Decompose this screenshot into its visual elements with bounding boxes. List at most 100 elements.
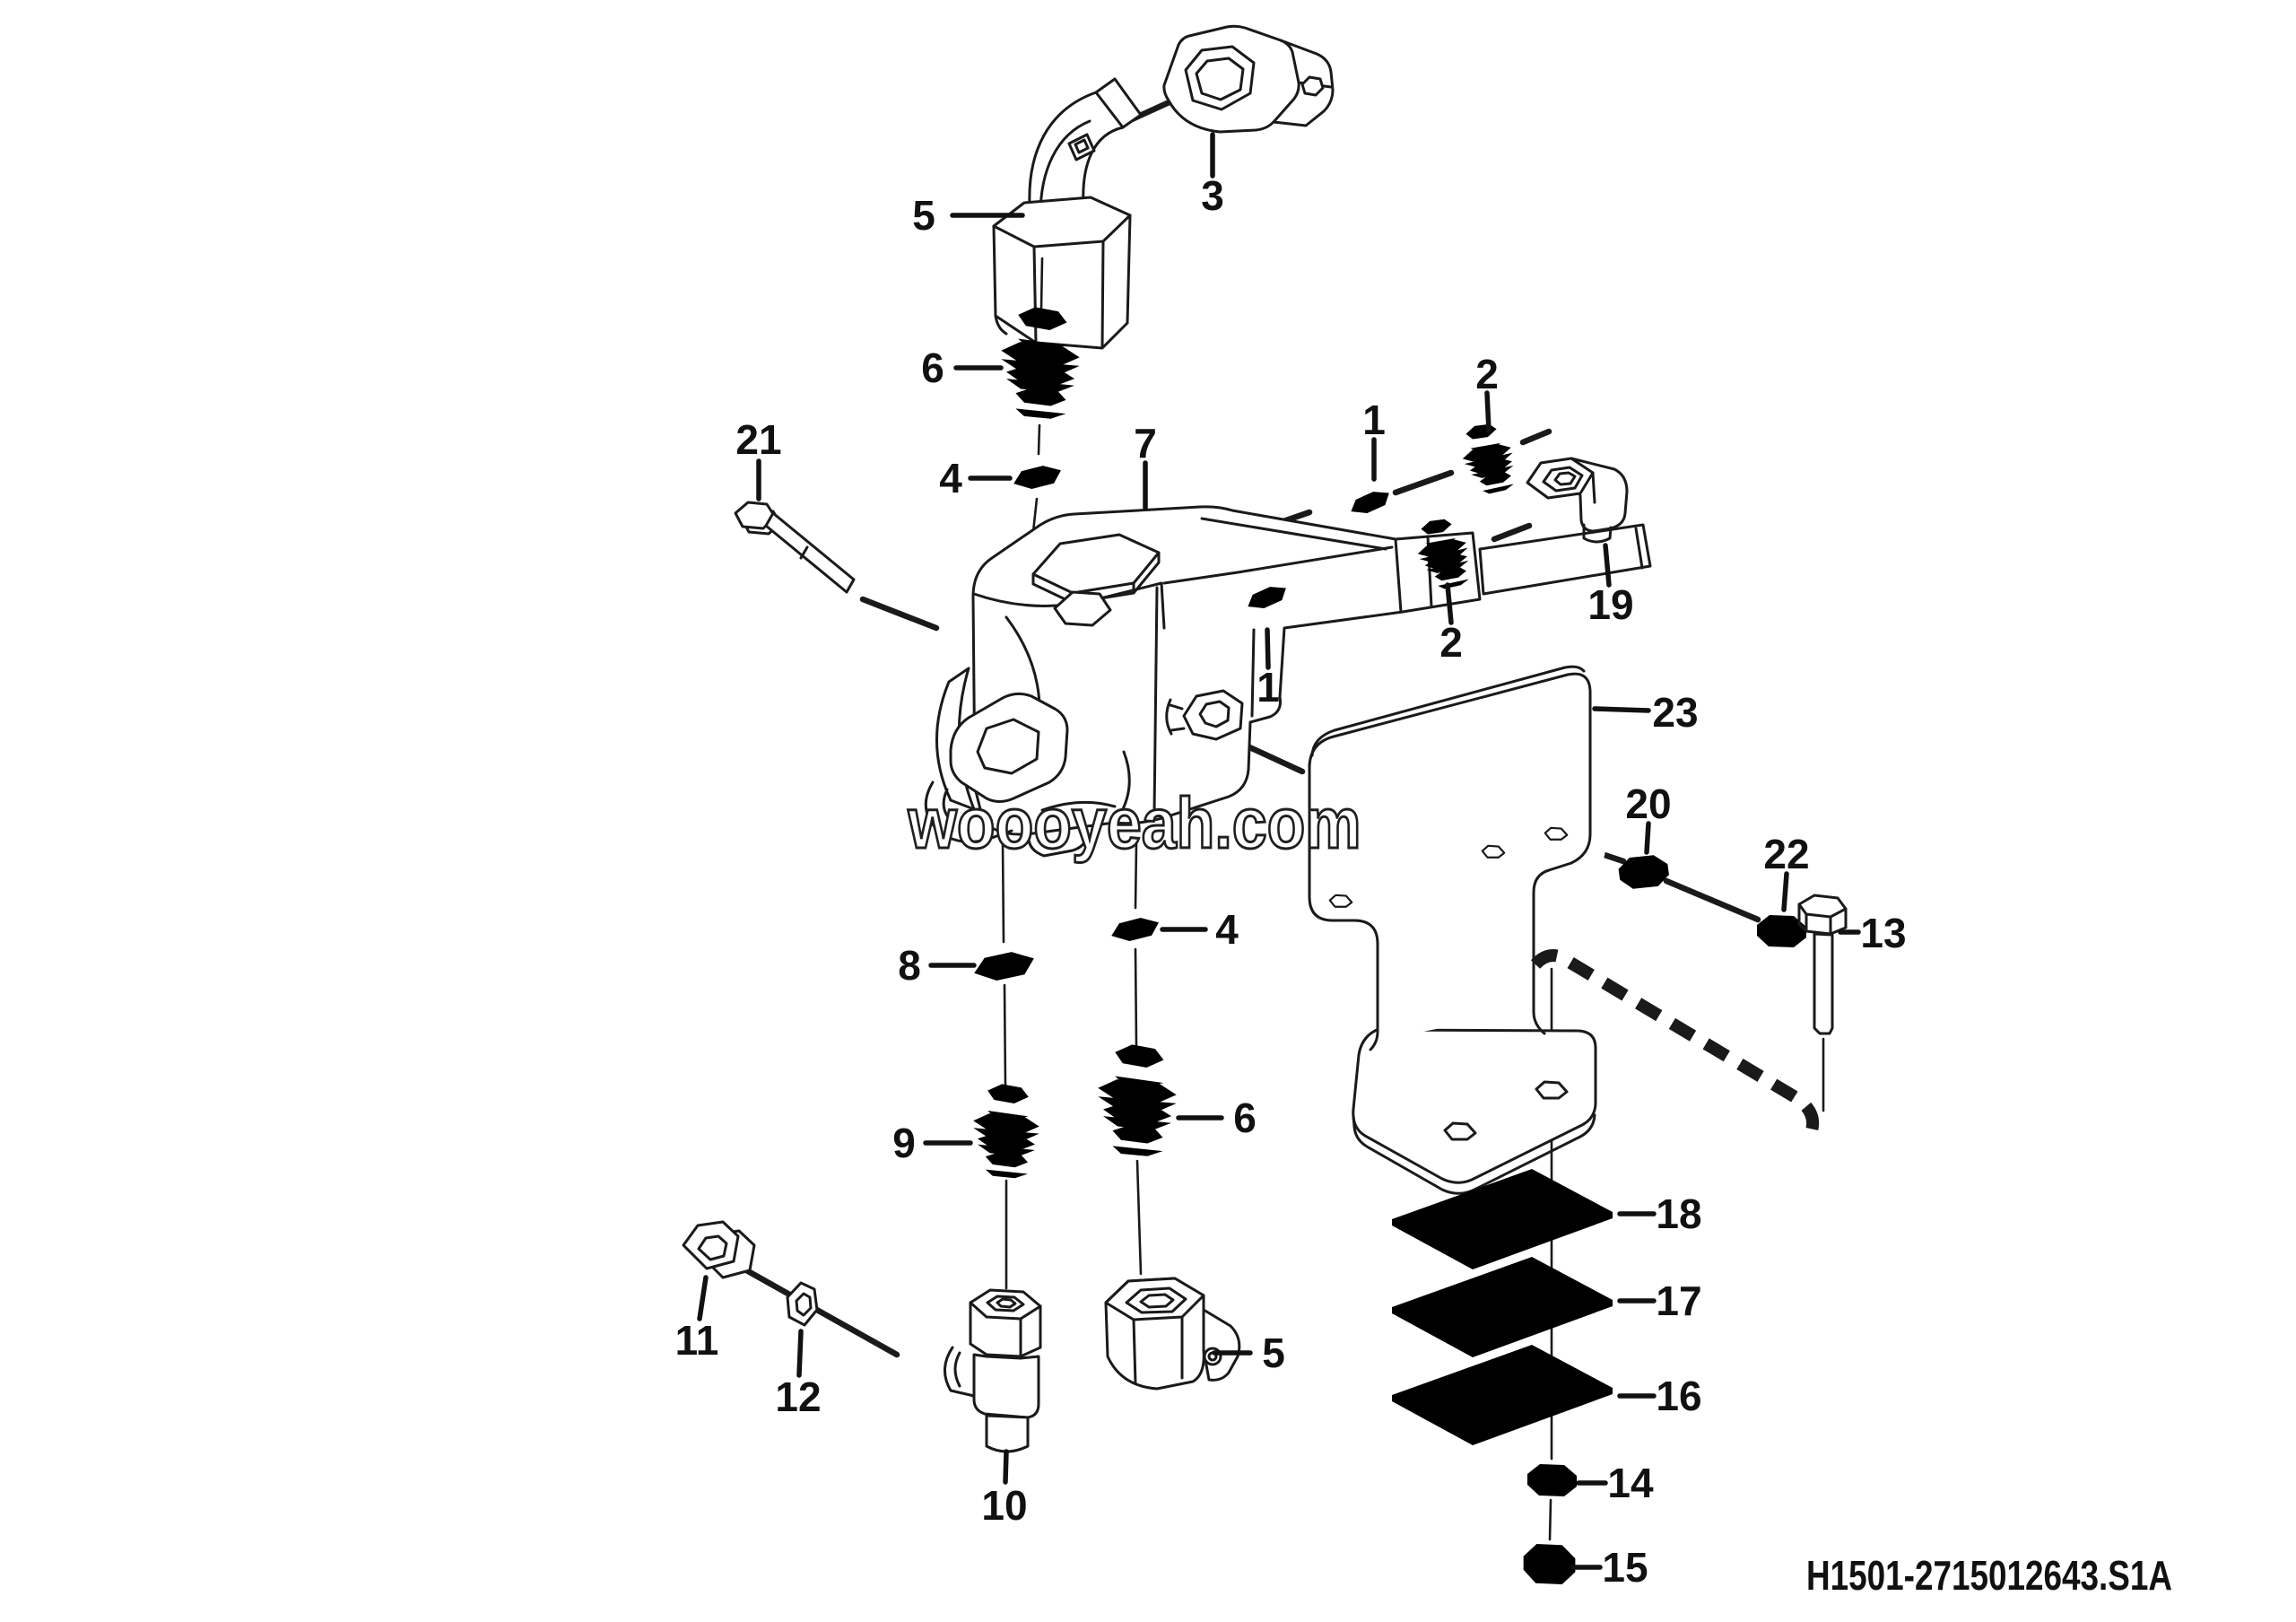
link-body-washer4b (1134, 842, 1138, 910)
bracket-plate-right-edge (1308, 672, 1592, 1035)
dashed-assembly-path (1530, 949, 1819, 1132)
tee10-neck (969, 1301, 1042, 1358)
link-body-washer8 (1001, 840, 1005, 944)
callout-label-14: 14 (1607, 1460, 1654, 1506)
callout-label-23: 23 (1652, 689, 1698, 736)
elbow5-arm-detail (1067, 133, 1096, 161)
body-clamp-hooks (924, 780, 1088, 858)
bracket-plate-left-edge (1308, 763, 1379, 1051)
bolt21-shaft (764, 511, 856, 594)
part-3-swivel-nut (1162, 24, 1335, 134)
callout-label-7: 7 (1134, 420, 1157, 467)
body-right-port-flange (1165, 698, 1186, 736)
callout-label-19: 19 (1587, 581, 1633, 628)
tee10-left-port (944, 1346, 976, 1398)
part-15-nut (1523, 1544, 1576, 1584)
callout-label-4: 4 (939, 455, 962, 501)
callout-label-11: 11 (675, 1317, 719, 1364)
callout-leader-23 (1592, 706, 1651, 713)
part-5-elbow-fitting-bottom (1104, 1277, 1241, 1391)
callout-leader-2 (1445, 582, 1454, 625)
callout-label-15: 15 (1602, 1544, 1648, 1591)
part-11-bolt (682, 1220, 756, 1279)
part-18-shim-plate (1392, 1169, 1613, 1269)
callout-label-3: 3 (1201, 172, 1224, 219)
callout-leader-1 (1265, 627, 1271, 670)
callout-label-4: 4 (1215, 906, 1239, 953)
callout-label-17: 17 (1656, 1278, 1701, 1324)
bolt13-head-sides (1797, 903, 1848, 936)
bolt13-shaft (1813, 932, 1834, 1035)
body-top-edges (972, 517, 1394, 630)
elbow5b-lug (1202, 1308, 1241, 1382)
bracket-plate-top-thickness (1310, 665, 1586, 757)
callout-leader-19 (1603, 543, 1612, 588)
part-10-tee-fitting (944, 1288, 1042, 1453)
body-shaft (1478, 523, 1652, 596)
drawing-code: H1501-2715012643.S1A (1806, 1552, 2172, 1599)
part-20-nut (1617, 852, 1671, 892)
washer12-inner (795, 1292, 813, 1317)
watermark: woooyeah.com (908, 783, 1361, 863)
callout-label-6: 6 (921, 344, 944, 391)
nut3-side-hex (1300, 75, 1325, 97)
callout-label-13: 13 (1860, 910, 1906, 956)
part-6-adapter-fitting-top (1001, 307, 1080, 419)
body-small-hex-port (1053, 590, 1112, 627)
callout-leader-10 (1003, 1449, 1009, 1485)
part-23-mounting-bracket (1308, 665, 1605, 1195)
bolt11-head-inner (697, 1234, 728, 1261)
callout-label-20: 20 (1625, 780, 1671, 827)
link-fitting6b-elbow5b (1135, 1159, 1143, 1276)
nut3-bore-inner (1195, 57, 1245, 101)
callout-label-1: 1 (1257, 664, 1280, 711)
part-12-washer (786, 1281, 819, 1327)
bracket-foot (1352, 1028, 1597, 1184)
callout-label-5: 5 (912, 192, 935, 239)
callout-leader-11 (697, 1275, 709, 1321)
part-16-shim-plate (1392, 1345, 1613, 1445)
callout-label-10: 10 (981, 1482, 1027, 1529)
body-right-hex-inner (1198, 700, 1231, 728)
link-gasket-stack (1548, 1136, 1553, 1541)
part-5-elbow-fitting-top (992, 77, 1143, 350)
callout-label-1: 1 (1362, 397, 1386, 443)
bolt21-shaft-line (799, 545, 809, 560)
callout-label-2: 2 (1475, 351, 1499, 397)
callout-label-5: 5 (1262, 1330, 1285, 1376)
callout-label-16: 16 (1656, 1373, 1701, 1419)
dashed-line (1530, 949, 1819, 1132)
part-1-washer-upper (1347, 487, 1393, 518)
callout-leader-20 (1644, 821, 1651, 855)
elbow19-bore (1553, 471, 1577, 486)
tee10-body (972, 1353, 1040, 1419)
callout-label-12: 12 (775, 1373, 821, 1420)
part-13-hex-bolt (1797, 894, 1848, 1035)
bracket-plate-fill (1309, 667, 1605, 1041)
part-6-adapter-fitting-mid (1098, 1044, 1177, 1156)
part-8-washer (972, 950, 1036, 982)
bracket-foot-thickness (1352, 1113, 1596, 1195)
elbow5-nut-sides (992, 214, 1132, 350)
elbow5b-bore (1139, 1293, 1175, 1309)
callout-label-18: 18 (1656, 1190, 1701, 1237)
part-14-nut (1527, 1464, 1577, 1496)
link-elbow5-fitting6 (1039, 257, 1044, 310)
callout-leader-22 (1781, 871, 1789, 912)
elbow5-nut-top (992, 196, 1132, 249)
callout-label-22: 22 (1763, 831, 1809, 877)
tee10-bottom (985, 1414, 1030, 1453)
part-7-valve-body (924, 505, 1652, 858)
body-left-hex-inner (976, 718, 1040, 775)
elbow5b-creases (1132, 1315, 1184, 1385)
part-4-washer-mid (1109, 916, 1161, 944)
part-9-adapter-fitting (973, 1084, 1039, 1179)
part-17-shim-plate (1392, 1257, 1613, 1357)
link-washer4b-fitting6b (1134, 947, 1138, 1048)
part-21-long-bolt (734, 501, 856, 594)
callout-label-9: 9 (892, 1120, 916, 1166)
axis-bolt21-to-body (859, 596, 940, 632)
